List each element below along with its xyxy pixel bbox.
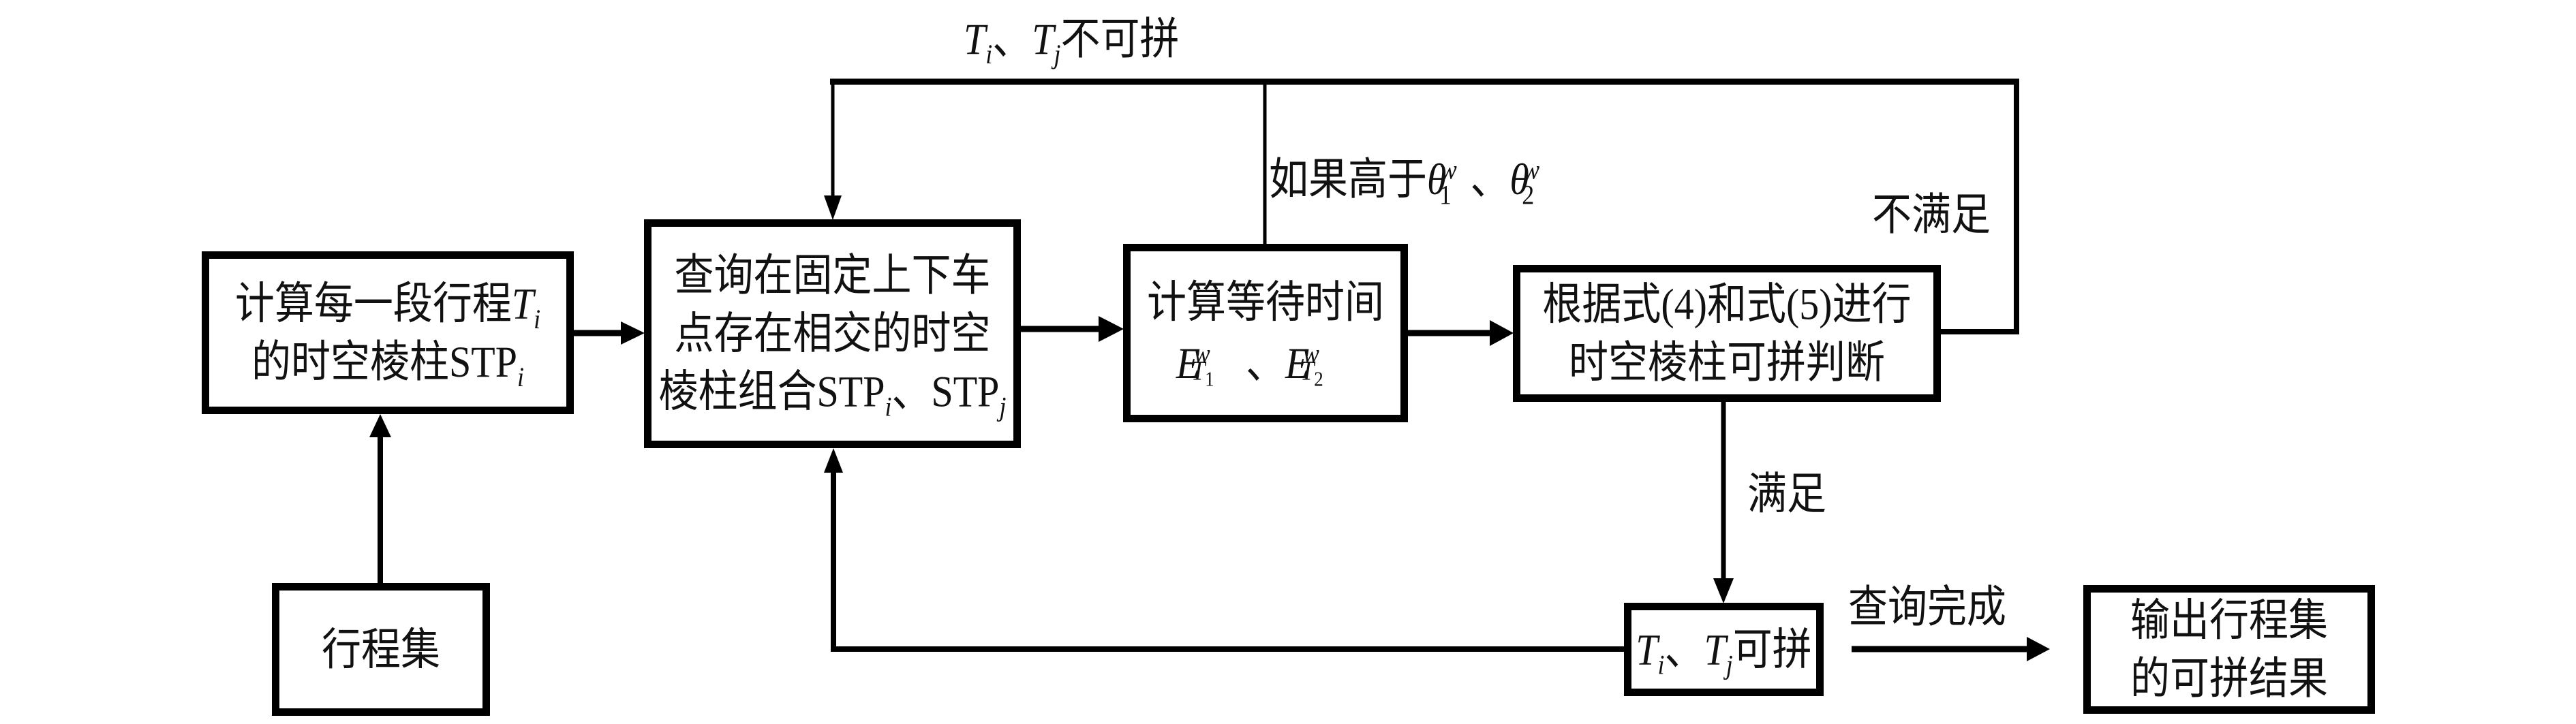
node-query-label: 查询在固定上下车 点存在相交的时空 棱柱组合STPi、STPj	[659, 247, 1007, 420]
var-theta: θ	[1427, 154, 1447, 204]
superscript-w: w	[1193, 339, 1210, 370]
subscript-j: j	[1726, 649, 1733, 680]
var-T: T	[1636, 624, 1658, 674]
separator: 、	[1470, 154, 1510, 204]
stp-line2-text: 的时空棱柱STP	[251, 336, 517, 386]
query-line2: 点存在相交的时空	[674, 309, 991, 358]
node-judge-label: 根据式(4)和式(5)进行 时空棱柱可拼判断	[1542, 275, 1911, 391]
arrowhead-right-wait	[1099, 316, 1124, 342]
node-combinability-judgement: 根据式(4)和式(5)进行 时空棱柱可拼判断	[1513, 265, 1941, 402]
var-T: T	[964, 14, 986, 64]
query-line3-sep: 、STP	[891, 366, 1000, 416]
edge-judge-to-top-bus	[1940, 79, 2019, 334]
edge-label-not-satisfied: 不满足	[1872, 189, 1991, 240]
var-T: T	[511, 278, 534, 328]
arrowhead-down-ok	[1713, 578, 1734, 603]
stp-line1-text: 计算每一段行程	[234, 278, 512, 328]
output-line2: 的可拼结果	[2130, 653, 2328, 703]
var-T: T	[1191, 355, 1206, 385]
arrowhead-right-query	[621, 321, 645, 345]
edge-ok-to-query	[831, 470, 1624, 652]
arrowhead-up-stp	[369, 414, 391, 437]
superscript-w: w	[1440, 155, 1457, 186]
node-output-results: 输出行程集 的可拼结果	[2083, 585, 2375, 714]
subscript-j: j	[1054, 39, 1061, 70]
node-trip-set: 行程集	[272, 583, 490, 716]
edge-label-satisfied: 满足	[1747, 469, 1827, 519]
node-compute-stp-label: 计算每一段行程Ti 的时空棱柱STPi	[235, 274, 540, 390]
subscript-i: i	[985, 39, 993, 70]
arrowhead-down-query	[824, 195, 842, 220]
edge-label-not-combinable: Ti、Tj不可拼	[964, 14, 1180, 67]
var-E: E	[1176, 338, 1201, 388]
node-combinable-label: Ti、Tj可拼	[1636, 620, 1812, 678]
separator: 、	[992, 14, 1032, 64]
separator: 、	[1245, 338, 1285, 388]
index-2: 2	[1522, 179, 1535, 210]
separator: 、	[1664, 624, 1704, 674]
output-line1: 输出行程集	[2130, 595, 2328, 645]
index-1: 1	[1439, 179, 1452, 210]
subscript-i: i	[1657, 649, 1665, 680]
node-query-intersecting-stp: 查询在固定上下车 点存在相交的时空 棱柱组合STPi、STPj	[644, 219, 1021, 448]
subscript-i: i	[517, 361, 524, 392]
var-theta: θ	[1509, 154, 1529, 204]
combinable-text: 可拼	[1732, 624, 1812, 674]
wait-line1: 计算等待时间	[1146, 277, 1384, 328]
node-combinable: Ti、Tj可拼	[1624, 603, 1824, 696]
arrowhead-right-output	[2027, 637, 2050, 661]
arrowhead-up-query	[824, 448, 843, 473]
superscript-w: w	[1523, 155, 1540, 186]
subscript-T2: T2	[1300, 341, 1323, 408]
query-line1: 查询在固定上下车	[674, 250, 991, 300]
subscript-i: i	[534, 303, 541, 334]
judge-line2: 时空棱柱可拼判断	[1568, 337, 1885, 387]
not-combinable-text: 不可拼	[1060, 14, 1180, 64]
var-E: E	[1285, 338, 1310, 388]
query-line3-text: 棱柱组合STP	[658, 366, 885, 416]
index-2: 2	[1314, 367, 1323, 390]
edge-label-query-complete: 查询完成	[1848, 582, 2007, 632]
node-output-label: 输出行程集 的可拼结果	[2130, 591, 2328, 707]
var-T: T	[1300, 355, 1315, 385]
node-compute-stp: 计算每一段行程Ti 的时空棱柱STPi	[202, 251, 574, 414]
superscript-w: w	[1302, 339, 1319, 370]
var-T: T	[1032, 14, 1054, 64]
judge-line1: 根据式(4)和式(5)进行	[1542, 279, 1912, 329]
index-1: 1	[1205, 367, 1214, 390]
subscript-i: i	[885, 391, 892, 422]
arrowhead-right-judge	[1490, 320, 1514, 346]
if-higher-text: 如果高于	[1269, 154, 1428, 204]
var-T: T	[1704, 624, 1726, 674]
subscript-j: j	[999, 391, 1007, 422]
subscript-T1: T1	[1191, 341, 1214, 408]
node-trip-set-label: 行程集	[321, 624, 440, 674]
